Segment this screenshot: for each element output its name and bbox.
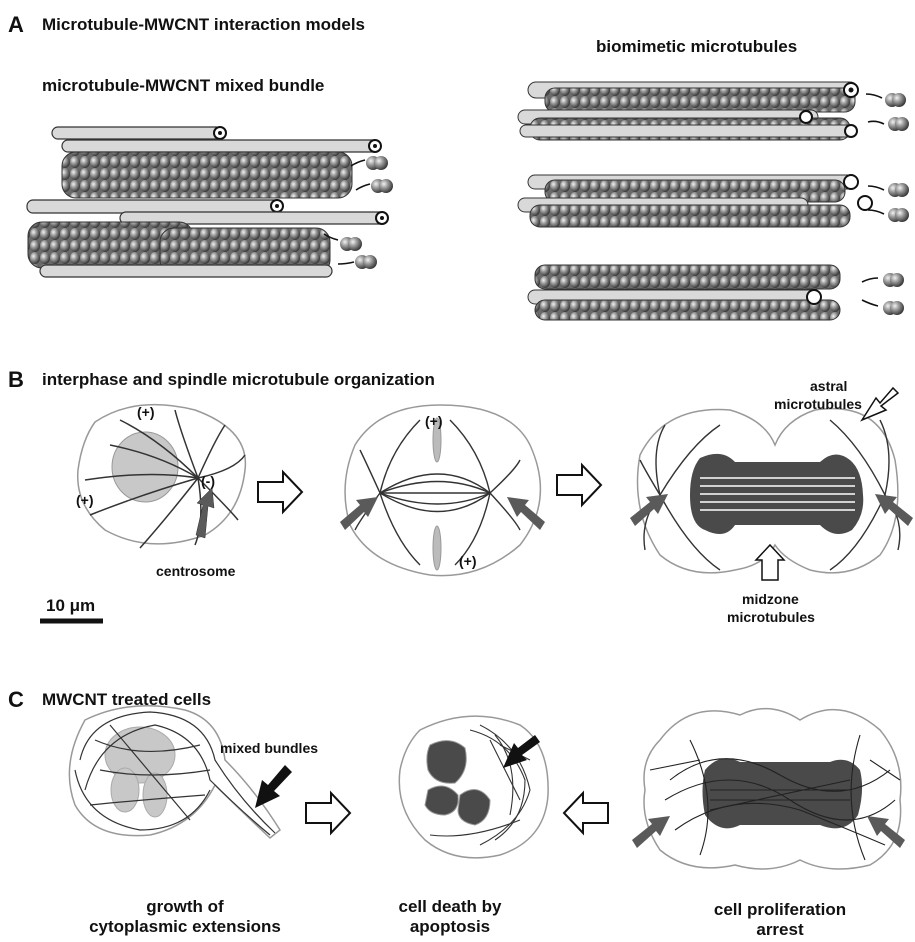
arrested-cell	[632, 709, 905, 869]
centrosome-label: centrosome	[156, 563, 235, 579]
panel-b-title: interphase and spindle microtubule organ…	[42, 370, 435, 390]
mixed-bundle-drawing	[27, 127, 393, 277]
progression-arrow	[557, 465, 601, 505]
caption-extensions-line1: growth of	[55, 897, 315, 917]
scale-label: 10 μm	[46, 596, 95, 616]
mixed-bundles-arrow	[255, 765, 292, 808]
midzone-label-line2: microtubules	[727, 609, 815, 625]
biomimetic-label: biomimetic microtubules	[596, 37, 797, 57]
extension-cell	[69, 706, 292, 838]
panel-a-title: Microtubule-MWCNT interaction models	[42, 15, 365, 35]
biomimetic-drawing	[518, 82, 909, 320]
midzone-label-line1: midzone	[742, 591, 799, 607]
astral-open-arrow	[862, 388, 898, 420]
interphase-cell	[78, 405, 246, 548]
panel-c-letter: C	[8, 687, 24, 713]
mwcnt-tube	[40, 265, 332, 277]
free-tubulin-dimers	[883, 93, 909, 315]
astral-label-line1: astral	[810, 378, 847, 394]
anaphase-cell	[630, 388, 913, 580]
mixed-bundles-label: mixed bundles	[220, 740, 318, 756]
panel-a-letter: A	[8, 12, 24, 38]
metaphase-cell	[340, 405, 545, 576]
apoptotic-cell	[399, 716, 548, 858]
nuclear-fragment	[427, 741, 466, 784]
microtubule-bundle	[62, 152, 352, 198]
caption-arrest-line1: cell proliferation	[670, 900, 890, 920]
mwcnt-tube	[27, 200, 283, 213]
astral-label-line2: microtubules	[774, 396, 862, 412]
progression-arrow	[258, 472, 302, 512]
caption-extensions: growth of cytoplasmic extensions	[55, 897, 315, 937]
plus-end-label: (+)	[137, 404, 155, 420]
nuclear-fragment	[425, 786, 458, 815]
caption-apoptosis: cell death by apoptosis	[350, 897, 550, 937]
caption-apoptosis-line2: apoptosis	[350, 917, 550, 937]
mwcnt-tube	[62, 140, 381, 152]
plus-end-label: (+)	[459, 553, 477, 569]
panel-c-title: MWCNT treated cells	[42, 690, 211, 710]
caption-apoptosis-line1: cell death by	[350, 897, 550, 917]
minus-end-label: (-)	[201, 473, 215, 489]
mwcnt-tube	[52, 127, 226, 139]
mixed-bundle-label: microtubule-MWCNT mixed bundle	[42, 76, 324, 96]
nucleus	[112, 432, 178, 502]
panel-b-letter: B	[8, 367, 24, 393]
plus-end-label: (+)	[425, 413, 443, 429]
progression-arrow-reverse	[564, 793, 608, 833]
progression-arrow	[306, 793, 350, 833]
plus-end-label: (+)	[76, 492, 94, 508]
caption-arrest: cell proliferation arrest	[670, 900, 890, 940]
caption-extensions-line2: cytoplasmic extensions	[55, 917, 315, 937]
caption-arrest-line2: arrest	[670, 920, 890, 940]
